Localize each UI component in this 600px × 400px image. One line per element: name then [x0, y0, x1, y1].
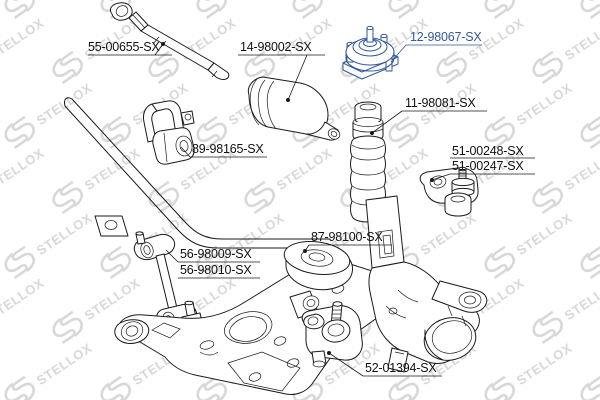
callout-strut-mount-highlighted[interactable]: 12-98067-SX: [410, 30, 482, 44]
callout-bump-stop-boot[interactable]: 11-98081-SX: [405, 96, 476, 110]
callout-ball-joint[interactable]: 52-01394-SX: [365, 361, 437, 375]
callout-tie-rod-end-b[interactable]: 51-00247-SX: [452, 159, 524, 173]
callout-stabilizer-bushing[interactable]: 89-98165-SX: [192, 142, 264, 156]
callout-steering-gear-boot[interactable]: 14-98002-SX: [240, 40, 312, 54]
callout-control-arm-bushing[interactable]: 87-98100-SX: [311, 230, 383, 244]
callout-stabilizer-link-b[interactable]: 56-98010-SX: [180, 263, 252, 277]
callout-tie-rod-end-a[interactable]: 51-00248-SX: [452, 144, 524, 158]
callout-stabilizer-link-a[interactable]: 56-98009-SX: [180, 247, 252, 261]
callout-inner-tie-rod[interactable]: 55-00655-SX: [88, 40, 160, 54]
